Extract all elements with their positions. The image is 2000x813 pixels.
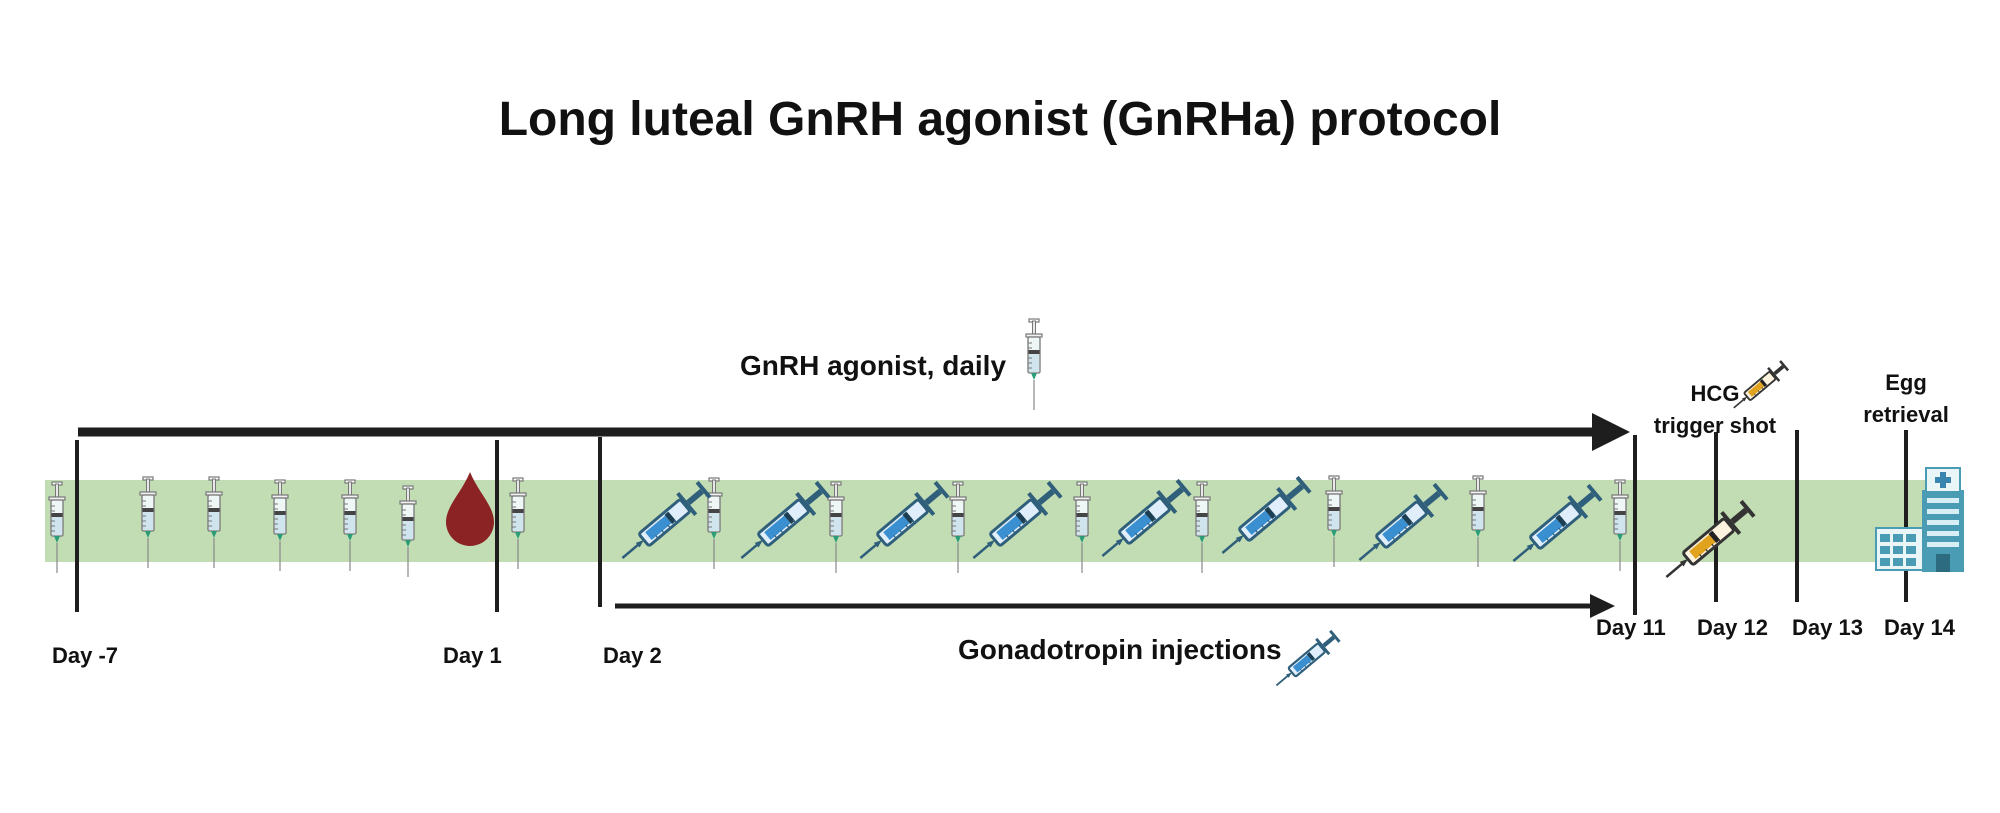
blood-drop-icon: [446, 472, 494, 546]
day-label-1: Day 1: [443, 643, 502, 668]
hcg-label-line1: HCG: [1690, 381, 1740, 406]
gonadotropin-label: Gonadotropin injections: [958, 634, 1282, 665]
page-title: Long luteal GnRH agonist (GnRHa) protoco…: [498, 93, 1502, 146]
vertical-syringe-icon: [1025, 318, 1043, 411]
hcg-trigger-label: HCG trigger shot: [1650, 378, 1780, 442]
hcg-label-line2: trigger shot: [1653, 413, 1777, 438]
egg-label-line2: retrieval: [1863, 402, 1949, 427]
agonist-label: GnRH agonist, daily: [740, 350, 1007, 381]
gonadotropin-arrowhead: [1590, 594, 1615, 618]
day-label-14: Day 14: [1884, 615, 1955, 640]
hospital-building-icon: [1875, 467, 1964, 572]
day-label-13: Day 13: [1792, 615, 1863, 640]
day-label-2: Day 2: [603, 643, 662, 668]
day-label-minus7: Day -7: [52, 643, 119, 668]
green-band: [45, 480, 1960, 562]
day-label-11: Day 11: [1596, 615, 1666, 640]
agonist-arrowhead: [1592, 413, 1630, 451]
egg-label-line1: Egg: [1885, 370, 1927, 395]
day-label-12: Day 12: [1697, 615, 1768, 640]
egg-retrieval-label: Egg retrieval: [1846, 367, 1966, 431]
